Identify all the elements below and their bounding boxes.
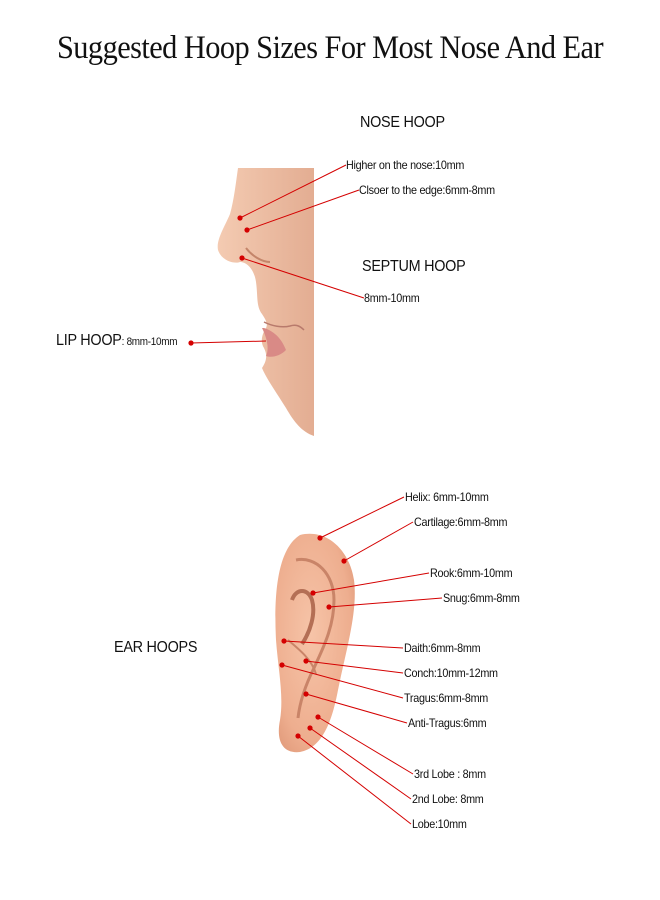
septum-size-label: 8mm-10mm [364,291,419,305]
marker-dot-septum [239,255,244,260]
ear-label-2nd-lobe: 2nd Lobe: 8mm [412,792,484,806]
leader-line-helix [320,497,404,538]
leader-line-cartilage [344,522,413,561]
marker-dot-anti-tragus [303,691,308,696]
marker-dot-lobe [295,733,300,738]
marker-dot-tragus [279,662,284,667]
nose-hoop-heading: NOSE HOOP [360,114,445,132]
ear-hoops-heading: EAR HOOPS [114,639,197,657]
marker-dot-3rd-lobe [315,714,320,719]
ear-label-daith: Daith:6mm-8mm [404,641,480,655]
ear-label-conch: Conch:10mm-12mm [404,666,498,680]
marker-dot-snug [326,604,331,609]
leader-line-lip [191,341,266,343]
marker-dot-nose-higher [237,215,242,220]
face-profile-image [218,168,314,436]
ear-label-3rd-lobe: 3rd Lobe : 8mm [414,767,486,781]
marker-dot-conch [303,658,308,663]
ear-label-helix: Helix: 6mm-10mm [405,490,489,504]
ear-label-anti-tragus: Anti-Tragus:6mm [408,716,486,730]
marker-dot-rook [310,590,315,595]
marker-dot-lip [188,340,193,345]
marker-dot-cartilage [341,558,346,563]
septum-hoop-heading: SEPTUM HOOP [362,258,465,276]
ear-label-snug: Snug:6mm-8mm [443,591,520,605]
marker-dot-daith [281,638,286,643]
marker-dot-helix [317,535,322,540]
leader-line-lobe [298,736,411,824]
ear-label-cartilage: Cartilage:6mm-8mm [414,515,507,529]
nose-closer-label: Clsoer to the edge:6mm-8mm [359,183,495,197]
ear-label-rook: Rook:6mm-10mm [430,566,512,580]
lip-hoop-heading: LIP HOOP: 8mm-10mm [56,332,177,350]
ear-label-tragus: Tragus:6mm-8mm [404,691,488,705]
ear-label-lobe: Lobe:10mm [412,817,467,831]
marker-dot-nose-closer [244,227,249,232]
nose-higher-label: Higher on the nose:10mm [346,158,464,172]
marker-dot-2nd-lobe [307,725,312,730]
leader-line-3rd-lobe [318,717,413,774]
